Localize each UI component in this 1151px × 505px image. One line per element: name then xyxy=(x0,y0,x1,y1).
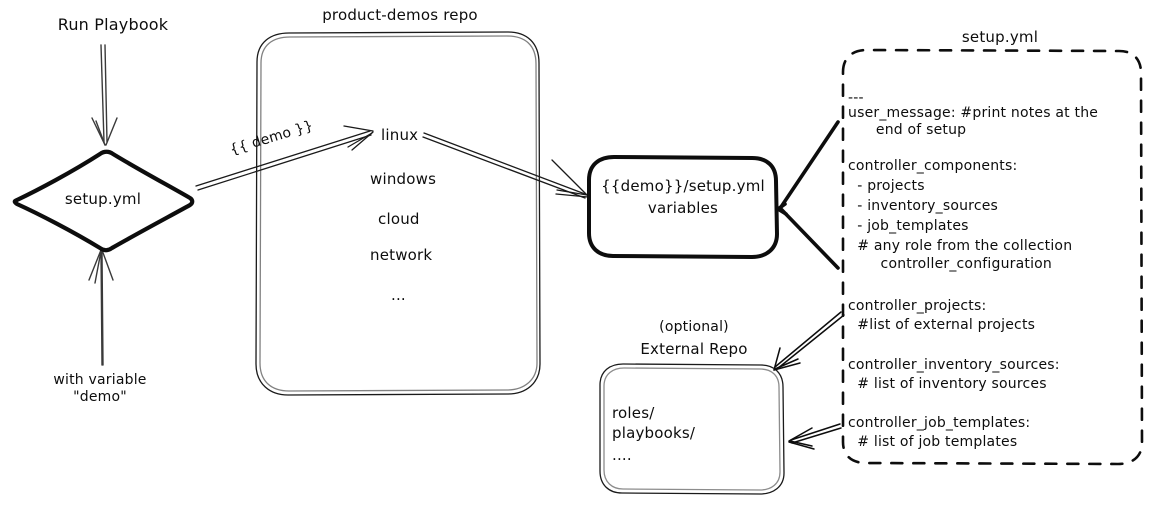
product-demos-repo-title: product-demos repo xyxy=(322,6,478,24)
setup-yml-block-controller-components-line1: controller_components: xyxy=(848,158,1018,174)
setup-yml-block-controller-inventory-sources-line1: controller_inventory_sources: xyxy=(848,357,1060,373)
setup-yml-box-title: setup.yml xyxy=(961,28,1039,46)
variables-box-line1: {{demo}}/setup.yml xyxy=(601,177,765,195)
setup-yml-block-user-message-line2: end of setup xyxy=(848,122,967,138)
demo-variable-arrow-label: {{ demo }} xyxy=(228,117,316,159)
run-playbook-label: Run Playbook xyxy=(57,15,169,34)
repo-item-cloud: cloud xyxy=(378,210,420,228)
setup-yml-to-variables-arrows xyxy=(774,120,840,270)
setup-yml-block-controller-components-line5: # any role from the collection xyxy=(848,238,1073,254)
setup-yml-block-controller-components-line4: - job_templates xyxy=(848,218,969,234)
run-playbook-arrow xyxy=(91,44,118,146)
setup-yml-block-controller-components-line3: - inventory_sources xyxy=(848,198,999,214)
external-repo-item-playbooks: playbooks/ xyxy=(612,424,696,442)
setup-yml-block-controller-job-templates-line1: controller_job_templates: xyxy=(848,415,1031,431)
setup-yml-block-controller-job-templates-line2: # list of job templates xyxy=(848,434,1018,450)
external-repo-title-line2: External Repo xyxy=(640,340,748,358)
setup-yml-block-doc-start: --- xyxy=(848,90,864,106)
repo-item-linux: linux xyxy=(381,126,419,144)
controller-job-templates-to-external-repo-arrow xyxy=(788,423,842,450)
setup-yml-block-controller-projects-line2: #list of external projects xyxy=(848,317,1036,333)
external-repo-item-ellipsis: .... xyxy=(612,446,632,464)
setup-yml-block-controller-components-line6: controller_configuration xyxy=(848,256,1053,272)
repo-item-windows: windows xyxy=(370,170,437,188)
repo-item-network: network xyxy=(370,246,433,264)
setup-yml-block-controller-projects-line1: controller_projects: xyxy=(848,298,987,314)
linux-to-variables-arrow xyxy=(422,132,589,199)
setup-yml-block-controller-components-line2: - projects xyxy=(848,178,925,194)
external-repo-title-line1: (optional) xyxy=(659,319,729,335)
setup-yml-block-controller-inventory-sources-line2: # list of inventory sources xyxy=(848,376,1047,392)
setup-yml-diamond-label: setup.yml xyxy=(64,190,142,208)
external-repo-item-roles: roles/ xyxy=(612,404,655,422)
variables-box-line2: variables xyxy=(647,199,719,217)
with-variable-arrow xyxy=(88,249,114,366)
controller-projects-to-external-repo-arrow xyxy=(773,311,845,371)
setup-yml-block-user-message-line1: user_message: #print notes at the xyxy=(848,105,1099,121)
repo-item-ellipsis: ... xyxy=(391,286,406,304)
with-variable-label: with variable "demo" xyxy=(53,372,147,406)
